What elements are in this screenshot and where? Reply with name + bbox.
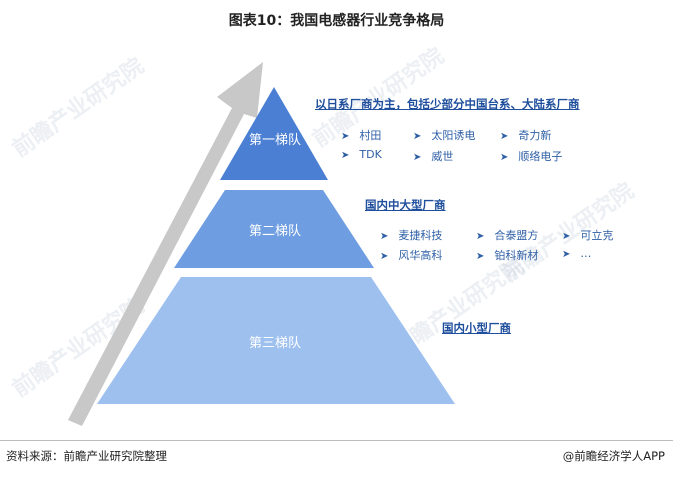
tier-1-heading: 以日系厂商为主，包括少部分中国台系、大陆系厂商 bbox=[315, 97, 580, 111]
tier-2-heading: 国内中大型厂商 bbox=[365, 198, 446, 212]
list-item: ➤TDK bbox=[341, 148, 382, 161]
arrow-bullet-icon: ➤ bbox=[413, 152, 422, 163]
arrow-bullet-icon: ➤ bbox=[562, 231, 571, 242]
list-item: ➤风华高科 bbox=[380, 249, 443, 262]
arrow-bullet-icon: ➤ bbox=[562, 249, 571, 260]
tier-3-shape bbox=[97, 277, 455, 404]
chart-title: 图表10：我国电感器行业竞争格局 bbox=[228, 13, 445, 29]
arrow-bullet-icon: ➤ bbox=[341, 150, 350, 161]
source-note: 资料来源：前瞻产业研究院整理 bbox=[6, 449, 167, 463]
arrow-bullet-icon: ➤ bbox=[380, 231, 389, 242]
brand-credit: @前瞻经济学人APP bbox=[562, 449, 665, 463]
tier-1-label: 第一梯队 bbox=[248, 133, 301, 148]
list-item: ➤铂科新材 bbox=[476, 249, 539, 262]
list-item: ➤太阳诱电 bbox=[413, 129, 476, 142]
list-item: ➤威世 bbox=[413, 150, 454, 163]
growth-arrow bbox=[68, 62, 263, 426]
tier-1-shape bbox=[220, 87, 328, 180]
arrow-bullet-icon: ➤ bbox=[476, 231, 485, 242]
arrow-bullet-icon: ➤ bbox=[341, 131, 350, 142]
list-item: ➤… bbox=[562, 247, 592, 260]
list-item: ➤可立克 bbox=[562, 229, 614, 242]
tier-2-label: 第二梯队 bbox=[248, 224, 301, 239]
list-item: ➤麦捷科技 bbox=[380, 229, 443, 242]
arrow-bullet-icon: ➤ bbox=[413, 131, 422, 142]
tier-2-shape bbox=[174, 190, 374, 268]
list-item: ➤顺络电子 bbox=[500, 150, 563, 163]
list-item: ➤奇力新 bbox=[500, 129, 552, 142]
arrow-bullet-icon: ➤ bbox=[500, 152, 509, 163]
arrow-bullet-icon: ➤ bbox=[500, 131, 509, 142]
list-item: ➤合泰盟方 bbox=[476, 229, 539, 242]
tier-3-heading: 国内小型厂商 bbox=[442, 321, 511, 335]
arrow-bullet-icon: ➤ bbox=[380, 251, 389, 262]
footer-divider bbox=[0, 440, 673, 441]
list-item: ➤村田 bbox=[341, 129, 382, 142]
arrow-bullet-icon: ➤ bbox=[476, 251, 485, 262]
tier-3-label: 第三梯队 bbox=[248, 336, 301, 351]
